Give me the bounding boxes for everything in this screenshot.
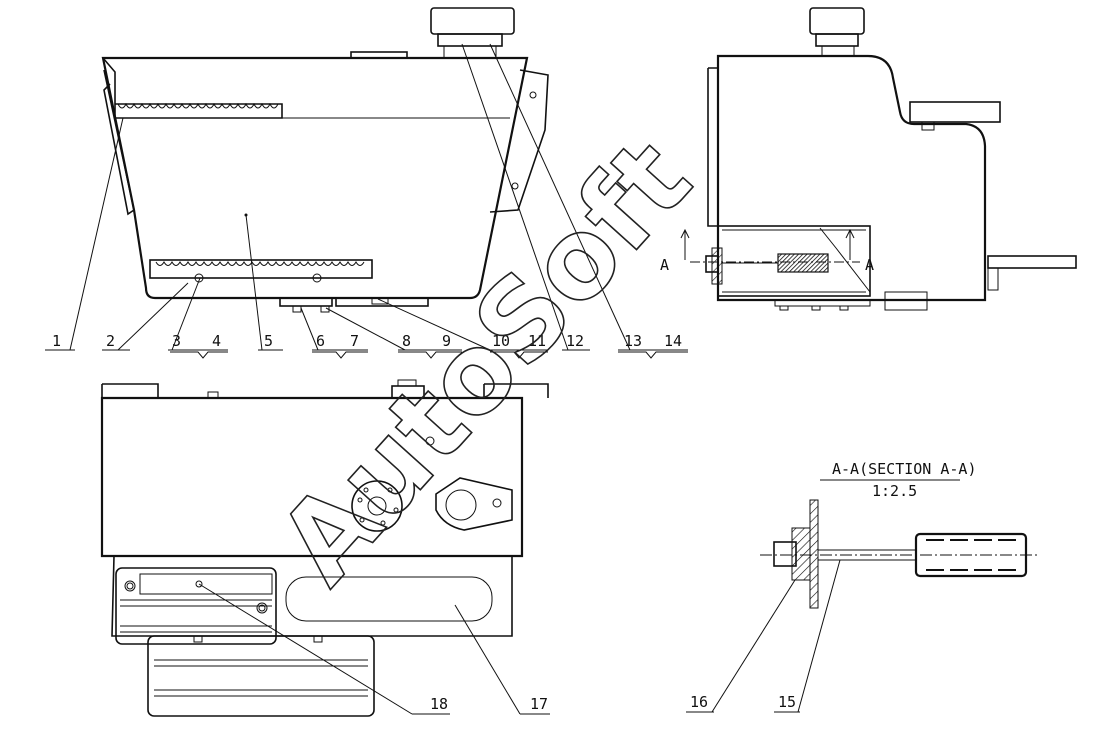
callout-9: 9 (442, 332, 451, 350)
callout-3: 3 (172, 332, 181, 350)
section-detail: A-A(SECTION A-A) 1:2.5 16 15 (686, 460, 1040, 713)
side-view: A A (660, 7, 1077, 311)
callout-14: 14 (664, 332, 682, 350)
callout-8: 8 (402, 332, 411, 350)
callout-12: 12 (566, 332, 584, 350)
callout-10: 10 (492, 332, 510, 350)
callout-15: 15 (778, 693, 796, 711)
callout-5: 5 (264, 332, 273, 350)
callout-16: 16 (690, 693, 708, 711)
section-title: A-A(SECTION A-A) (832, 460, 977, 478)
section-marker-right: A (865, 256, 874, 274)
callout-11: 11 (528, 332, 546, 350)
section-scale: 1:2.5 (872, 482, 917, 500)
callout-2: 2 (106, 332, 115, 350)
callout-labels: 1 2 3 4 5 6 7 8 9 10 11 12 13 14 (52, 332, 682, 350)
front-view-leaders (45, 43, 688, 359)
front-view (101, 7, 549, 313)
callout-6: 6 (316, 332, 325, 350)
callout-18: 18 (430, 695, 448, 713)
callout-7: 7 (350, 332, 359, 350)
callout-1: 1 (52, 332, 61, 350)
section-marker-left: A (660, 256, 669, 274)
callout-13: 13 (624, 332, 642, 350)
bottom-view: 18 17 (100, 379, 550, 717)
callout-4: 4 (212, 332, 221, 350)
watermark: AutoSoft (254, 115, 715, 607)
callout-17: 17 (530, 695, 548, 713)
